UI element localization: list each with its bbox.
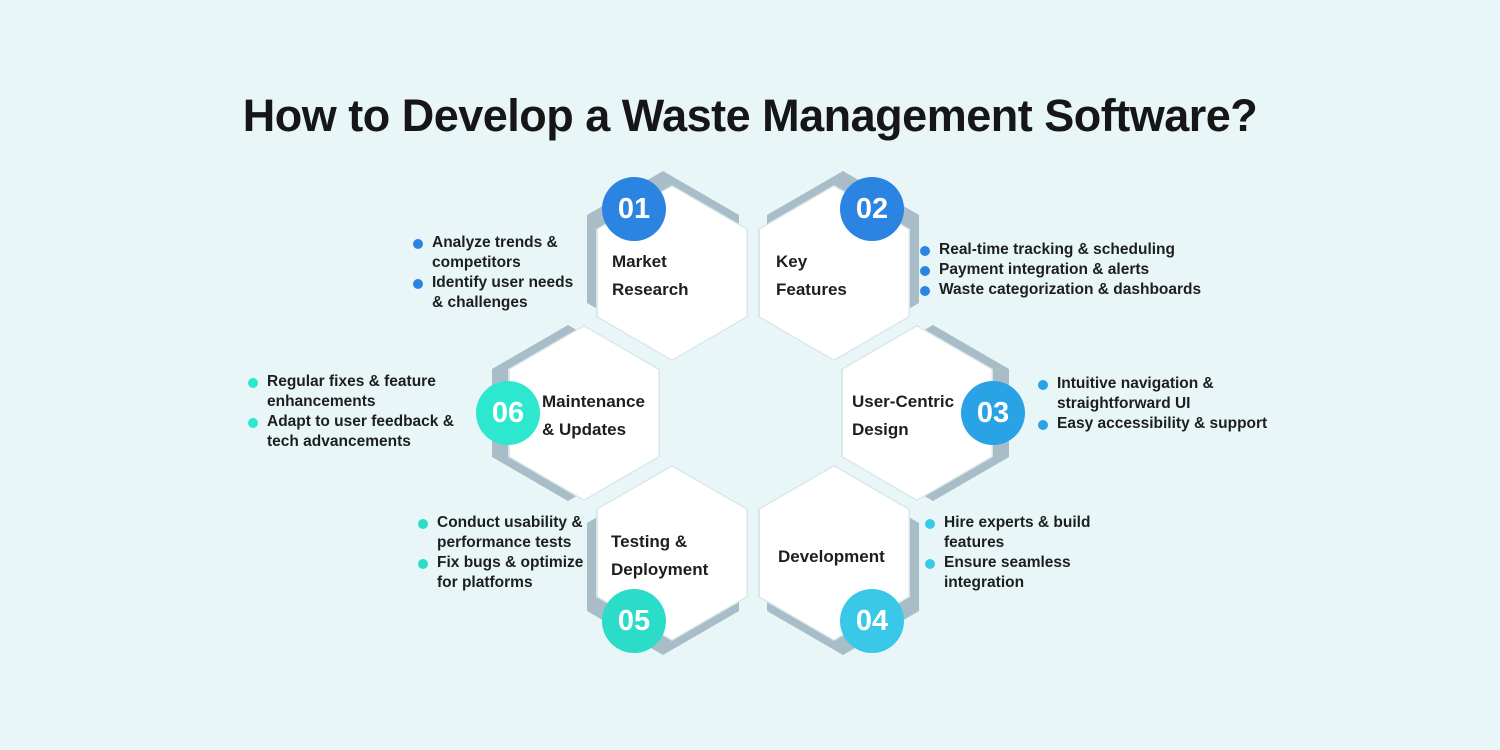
step-number-badge-03: 03 [961, 381, 1025, 445]
bullet-item: Payment integration & alerts [920, 260, 1201, 280]
bullet-text: Hire experts & build features [944, 514, 1091, 551]
bullet-item: Intuitive navigation & straightforward U… [1038, 374, 1267, 414]
bullet-list-testing-deployment: Conduct usability & performance tests Fi… [418, 513, 583, 593]
bullet-dot [920, 266, 930, 276]
step-number-badge-05: 05 [602, 589, 666, 653]
bullet-item: Identify user needs & challenges [413, 273, 573, 313]
bullet-item: Ensure seamless integration [925, 553, 1090, 593]
bullet-dot [920, 286, 930, 296]
bullet-item: Regular fixes & feature enhancements [248, 372, 454, 412]
bullet-dot [1038, 380, 1048, 390]
step-label: Maintenance & Updates [542, 392, 645, 439]
bullet-text: Waste categorization & dashboards [939, 281, 1202, 298]
hexagon-step-06: Maintenance & Updates [492, 325, 660, 501]
bullet-dot [920, 246, 930, 256]
bullet-item: Conduct usability & performance tests [418, 513, 583, 553]
bullet-item: Adapt to user feedback & tech advancemen… [248, 412, 454, 452]
step-label: Market Research [612, 252, 689, 299]
bullet-text: Adapt to user feedback & tech advancemen… [267, 413, 454, 450]
step-number-badge-02: 02 [840, 177, 904, 241]
bullet-item: Analyze trends & competitors [413, 233, 573, 273]
bullet-dot [1038, 420, 1048, 430]
bullet-text: Real-time tracking & scheduling [939, 241, 1175, 258]
step-label: Development [778, 547, 885, 566]
bullet-dot [418, 519, 428, 529]
bullet-dot [925, 559, 935, 569]
bullet-dot [413, 279, 423, 289]
bullet-list-maintenance-updates: Regular fixes & feature enhancements Ada… [248, 372, 454, 452]
bullet-dot [925, 519, 935, 529]
bullet-dot [413, 239, 423, 249]
bullet-text: Easy accessibility & support [1057, 415, 1268, 432]
bullet-dot [248, 418, 258, 428]
bullet-text: Identify user needs & challenges [432, 274, 574, 311]
bullet-text: Ensure seamless integration [944, 554, 1071, 591]
step-label: Key Features [776, 252, 847, 299]
hexagon-step-05: Testing & Deployment [587, 465, 748, 655]
bullet-text: Intuitive navigation & straightforward U… [1057, 375, 1214, 412]
bullet-list-development: Hire experts & build features Ensure sea… [925, 513, 1090, 593]
bullet-item: Fix bugs & optimize for platforms [418, 553, 583, 593]
infographic-title: How to Develop a Waste Management Softwa… [242, 90, 1258, 141]
hexagon-step-04: Development [758, 465, 919, 655]
step-number-badge-01: 01 [602, 177, 666, 241]
step-number-badge-04: 04 [840, 589, 904, 653]
bullet-text: Fix bugs & optimize for platforms [437, 554, 584, 591]
bullet-list-key-features: Real-time tracking & scheduling Payment … [920, 240, 1201, 300]
step-number-badge-06: 06 [476, 381, 540, 445]
bullet-dot [418, 559, 428, 569]
bullet-text: Regular fixes & feature enhancements [267, 373, 436, 410]
bullet-list-market-research: Analyze trends & competitors Identify us… [413, 233, 573, 313]
bullet-text: Payment integration & alerts [939, 261, 1150, 278]
bullet-item: Real-time tracking & scheduling [920, 240, 1201, 260]
bullet-item: Waste categorization & dashboards [920, 280, 1201, 300]
bullet-item: Hire experts & build features [925, 513, 1090, 553]
bullet-text: Conduct usability & performance tests [437, 514, 583, 551]
bullet-text: Analyze trends & competitors [432, 234, 558, 271]
bullet-dot [248, 378, 258, 388]
bullet-list-user-centric-design: Intuitive navigation & straightforward U… [1038, 374, 1267, 434]
step-label: Testing & Deployment [611, 532, 709, 579]
bullet-item: Easy accessibility & support [1038, 414, 1267, 434]
step-label: User-Centric Design [852, 392, 955, 439]
